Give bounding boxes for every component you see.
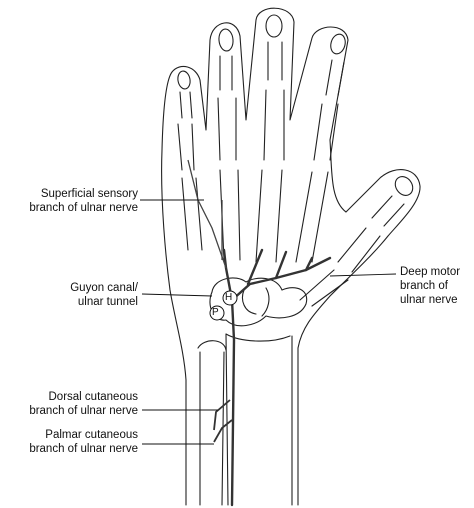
- palmar-line-2: branch of ulnar nerve: [29, 443, 138, 455]
- hamate-marker-label: H: [225, 292, 233, 303]
- dorsal-cutaneous-label: Dorsal cutaneous branch of ulnar nerve: [4, 390, 138, 418]
- ulnar-nerve: [222, 248, 332, 507]
- palmar-line-1: Palmar cutaneous: [45, 429, 138, 441]
- middle-finger-bones: [255, 41, 285, 263]
- deep-motor-label: Deep motor branch of ulnar nerve: [400, 265, 472, 307]
- cutaneous-branches: [213, 399, 233, 443]
- ring-tip: [218, 28, 234, 52]
- pisiform-marker: [209, 305, 225, 321]
- hamate-marker: [222, 290, 238, 306]
- palmar-cutaneous-label: Palmar cutaneous branch of ulnar nerve: [4, 428, 138, 456]
- little-finger-bones: [177, 91, 203, 251]
- dorsal-line-2: branch of ulnar nerve: [29, 405, 138, 417]
- little-tip: [177, 70, 191, 90]
- superficial-line-1: Superficial sensory: [40, 188, 138, 200]
- thumb-tip: [394, 176, 414, 196]
- guyon-canal-label: Guyon canal/ ulnar tunnel: [4, 281, 138, 309]
- deep-motor-line-1: Deep motor: [400, 266, 461, 278]
- middle-tip: [265, 14, 283, 38]
- guyon-line-1: Guyon canal/: [70, 282, 138, 294]
- radius-bone: [225, 333, 293, 506]
- index-finger-bones: [295, 59, 345, 263]
- superficial-branch: [187, 159, 227, 269]
- index-tip: [330, 33, 346, 55]
- deep-motor-line-2: branch of: [400, 280, 448, 292]
- dorsal-line-1: Dorsal cutaneous: [48, 391, 139, 403]
- superficial-sensory-label: Superficial sensory branch of ulnar nerv…: [4, 187, 138, 215]
- deep-motor-line-3: ulnar nerve: [400, 294, 458, 306]
- ring-finger-bones: [217, 55, 241, 261]
- ulna-bone: [197, 340, 227, 506]
- guyon-line-2: ulnar tunnel: [77, 296, 138, 308]
- thumb-bones: [299, 195, 405, 307]
- carpal-bones: [209, 277, 308, 327]
- superficial-line-2: branch of ulnar nerve: [29, 202, 138, 214]
- leader-lines: [140, 199, 397, 445]
- pisiform-marker-label: P: [212, 307, 219, 318]
- hand-outline: [161, 7, 421, 506]
